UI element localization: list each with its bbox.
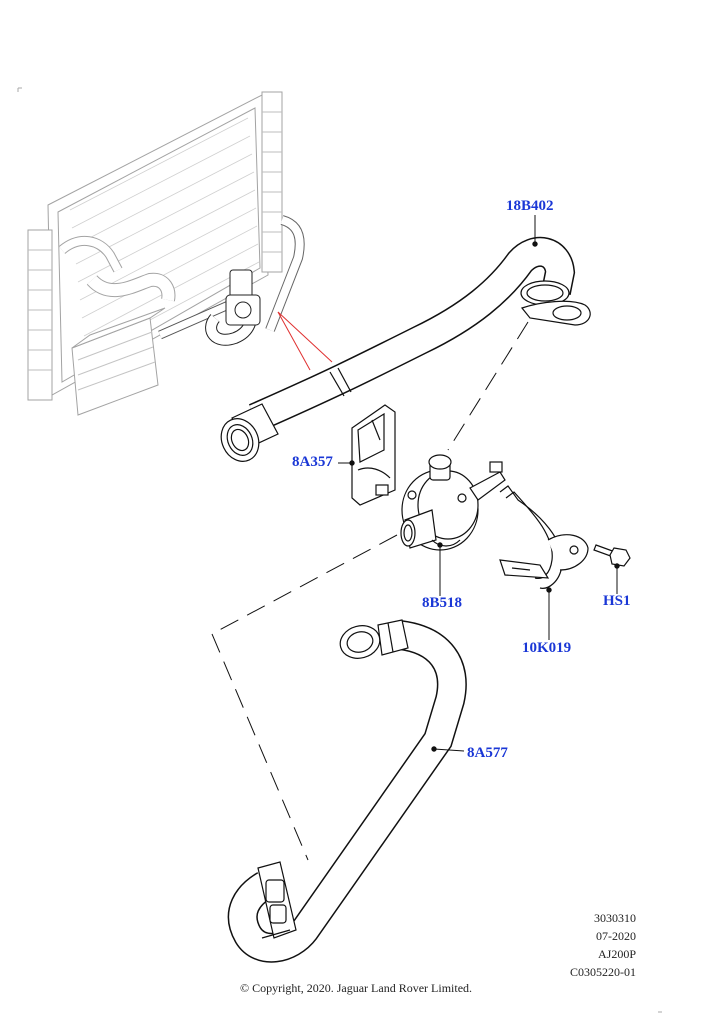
upper-hose-connector xyxy=(220,403,279,462)
copyright-notice: © Copyright, 2020. Jaguar Land Rover Lim… xyxy=(239,981,473,995)
red-leader-lines xyxy=(277,311,333,371)
bolt xyxy=(593,544,631,567)
meta-line: 3030310 xyxy=(594,911,636,925)
meta-line: AJ200P xyxy=(597,947,636,961)
callout-8b518: 8B518 xyxy=(422,595,463,611)
upper-hose-clamp xyxy=(520,280,591,326)
upper-hose xyxy=(248,236,576,432)
callout-leaders xyxy=(338,215,620,752)
lower-hose-upper-clamp xyxy=(339,619,409,659)
callout-8a577: 8A577 xyxy=(467,745,508,761)
coolant-pump xyxy=(400,454,506,551)
mounting-strap xyxy=(499,485,589,589)
meta-line: 07-2020 xyxy=(596,929,636,943)
corner-marks xyxy=(17,87,662,1013)
dashed-leader-lines xyxy=(211,321,529,861)
callout-8a357: 8A357 xyxy=(292,454,333,470)
radiator-assembly xyxy=(27,91,305,416)
bracket xyxy=(351,404,396,506)
callout-10k019: 10K019 xyxy=(522,640,572,656)
radiator-pump-clip xyxy=(205,269,261,346)
callout-18b402: 18B402 xyxy=(506,198,554,214)
diagram-metadata: 3030310 07-2020 AJ200P C0305220-01 xyxy=(516,909,636,981)
callout-hs1: HS1 xyxy=(603,593,631,609)
lower-hose xyxy=(227,620,467,963)
lower-hose-lower-clamp xyxy=(257,861,297,939)
meta-line: C0305220-01 xyxy=(570,965,636,979)
